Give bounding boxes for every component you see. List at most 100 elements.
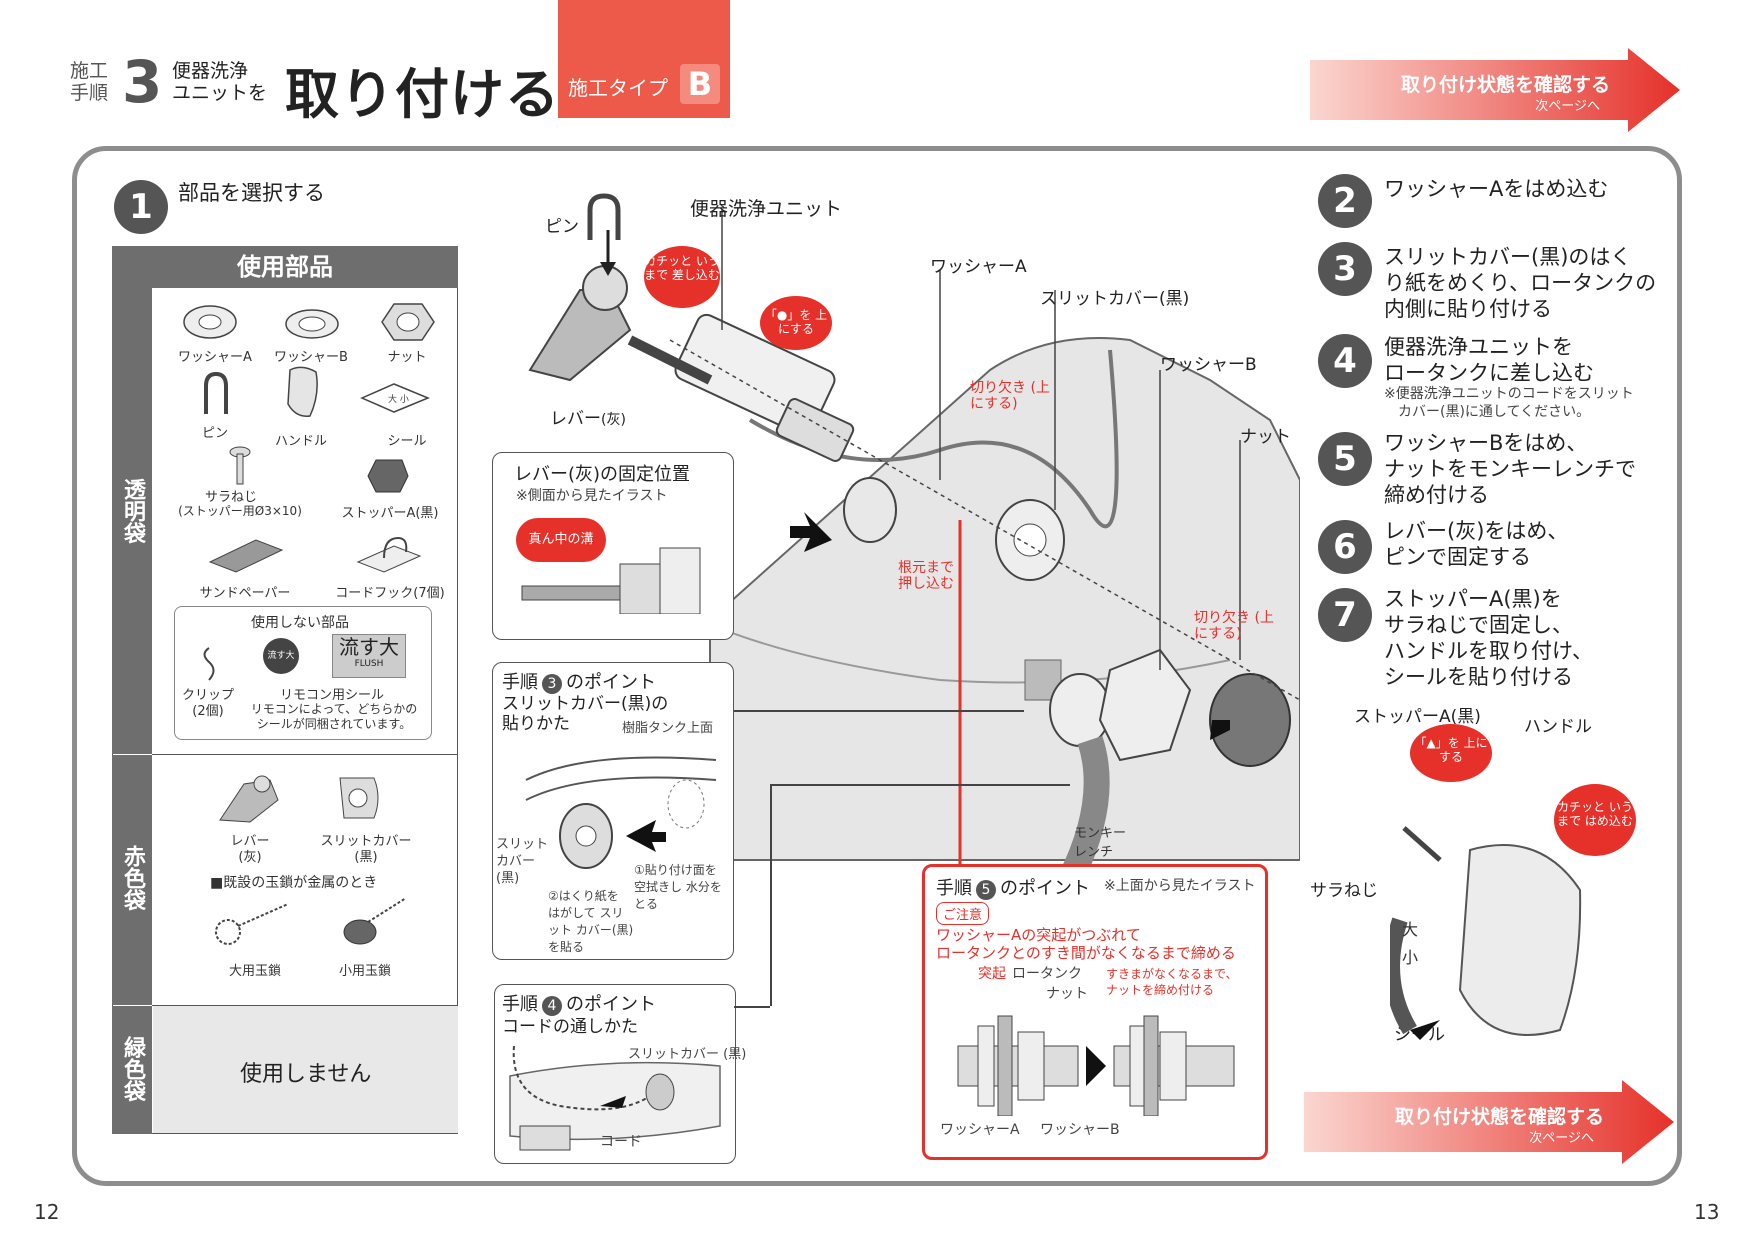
bubble-click-fit: カチッと いうまで はめ込む: [1554, 784, 1636, 856]
lever-gray-icon: [219, 775, 279, 823]
next-page-banner-bottom[interactable]: 取り付け状態を確認する 次ページへ: [1304, 1080, 1674, 1164]
step7-text: ストッパーA(黒)をサラねじで固定し、ハンドルを取り付け、シールを貼り付ける: [1384, 587, 1593, 689]
part-label: (2個): [192, 704, 224, 719]
green-bag-text: 使用しません: [240, 1062, 372, 1087]
green-bag-area: [153, 1006, 458, 1133]
divider: [152, 754, 458, 755]
point5-note: ※上面から見たイラスト: [1104, 878, 1256, 894]
part-label: クリップ: [181, 688, 234, 703]
screw-icon: [229, 446, 251, 485]
cord-hook-icon: [356, 536, 422, 573]
label-pin: ピン: [545, 217, 579, 237]
divider: [152, 1005, 458, 1006]
chain-large-icon: [215, 903, 289, 945]
red-bag-note: ■既設の玉鎖が金属のとき: [210, 875, 378, 891]
banner-arrow-shape: [1310, 48, 1680, 132]
slit-cover-icon: [339, 777, 379, 819]
part-label: ハンドル: [274, 434, 327, 449]
part-label: ストッパーA(黒): [341, 506, 439, 521]
point3-tank-top: 樹脂タンク上面: [622, 721, 714, 736]
step1-number: 1: [114, 180, 168, 234]
bubble-click-insert: カチッと いうまで 差し込む: [644, 246, 720, 308]
part-label: サラねじ: [204, 490, 257, 505]
page-number-left: 12: [34, 1200, 60, 1224]
slit-cover-attach-illustration: [525, 756, 717, 869]
step-number: 3: [122, 48, 163, 116]
banner-sub-text: 次ページへ: [1535, 99, 1600, 114]
cord-routing-illustration: [509, 1045, 721, 1151]
svg-text:大 小: 大 小: [388, 393, 409, 405]
point3-step-a: ①貼り付け面を 空拭きし 水分をとる: [634, 863, 722, 911]
label-screw: サラねじ: [1310, 881, 1378, 901]
bubble-triangle-up: 「▲」を 上にする: [1410, 724, 1492, 782]
banner-main-text: 取り付け状態を確認する: [1400, 74, 1610, 96]
label-notch-1: 切り欠き (上にする): [970, 380, 1050, 412]
label-tank: ロータンク: [1012, 966, 1082, 982]
label-stopper-a: ストッパーA(黒): [1354, 707, 1481, 727]
point5-caution-text: ワッシャーAの突起がつぶれてロータンクとのすき間がなくなるまで締める: [936, 926, 1236, 962]
handle-icon: [287, 366, 318, 417]
point3-step-b: ②はくり紙を はがして スリット カバー(黒) を貼る: [548, 889, 634, 954]
page-number-right: 13: [1694, 1200, 1720, 1224]
tighten-comparison-illustration: [957, 1015, 1235, 1116]
handle-screw-illustration: [1390, 826, 1582, 1040]
lever-box-title: レバー(灰)の固定位置: [514, 464, 691, 485]
label-washer-a-small: ワッシャーA: [940, 1122, 1020, 1138]
part-label: ワッシャーA: [178, 350, 252, 365]
label-handle: ハンドル: [1524, 717, 1592, 737]
label-notch-2: 切り欠き (上にする): [1194, 610, 1274, 642]
construction-type-letter: B: [680, 64, 720, 104]
next-page-banner-top[interactable]: 取り付け状態を確認する 次ページへ: [1310, 48, 1680, 132]
point4-cord-label: コード: [600, 1134, 642, 1150]
sandpaper-icon: [208, 539, 284, 573]
assembly-diagram: [528, 193, 1300, 880]
part-label: 大用玉鎖: [228, 964, 281, 979]
lever-box-note: ※側面から見たイラスト: [516, 488, 668, 504]
construction-type-label: 施工タイプ: [568, 76, 668, 100]
label-unit: 便器洗浄ユニット: [690, 198, 843, 220]
step4-note2: カバー(黒)に通してください。: [1398, 404, 1591, 420]
main-frame: [72, 146, 1682, 1186]
point5-box: [922, 864, 1268, 1160]
banner-arrow-shape: [1304, 1080, 1674, 1164]
connector-line: [770, 784, 1070, 786]
stopper-a-icon: [367, 459, 409, 493]
connector-line: [734, 1006, 770, 1008]
label-washer-b: ワッシャーB: [1160, 355, 1257, 375]
pin-icon: [204, 371, 228, 414]
part-label: シールが同梱されています。: [256, 717, 412, 731]
part-label: (ストッパー用Ø3×10): [178, 504, 302, 518]
label-wrench: モンキー レンチ: [1074, 826, 1127, 860]
step5-text: ワッシャーBをはめ、ナットをモンキーレンチで締め付ける: [1384, 431, 1636, 507]
washer-b-icon: [285, 309, 339, 339]
step7-number: 7: [1318, 588, 1372, 642]
part-label: レバー: [230, 834, 270, 849]
part-label: (黒): [354, 850, 378, 865]
header-subtitle: 便器洗浄ユニットを: [172, 60, 268, 104]
clear-bag-band: 透明袋: [112, 288, 152, 754]
part-label: リモコン用シール: [279, 688, 384, 703]
step3-number: 3: [1318, 242, 1372, 296]
part-label: (灰): [238, 850, 262, 865]
part-label: スリットカバー: [320, 834, 412, 849]
step2-text: ワッシャーAをはめ込む: [1384, 177, 1609, 201]
part-label: シール: [387, 434, 427, 449]
page-title: 取り付ける: [285, 63, 560, 126]
part-label: リモコンによって、どちらかの: [250, 702, 418, 716]
label-nut: ナット: [1240, 427, 1291, 447]
label-slit-cover: スリットカバー(黒): [1040, 289, 1190, 309]
label-washer-b-small: ワッシャーB: [1040, 1122, 1120, 1138]
point3-subtitle: スリットカバー(黒)の貼りかた: [502, 694, 669, 734]
part-label: ピン: [201, 426, 228, 441]
green-bag-band: 緑色袋: [112, 1006, 152, 1134]
label-tighten: すきまがなくなるまで、 ナットを締め付ける: [1106, 967, 1238, 997]
connector-line: [734, 710, 1024, 712]
part-label: ナット: [387, 350, 427, 365]
lever-side-illustration: [521, 547, 701, 614]
label-washer-a: ワッシャーA: [930, 257, 1027, 277]
bubble-middle-groove: 真ん中の溝: [516, 518, 606, 562]
connector-line: [960, 864, 963, 865]
